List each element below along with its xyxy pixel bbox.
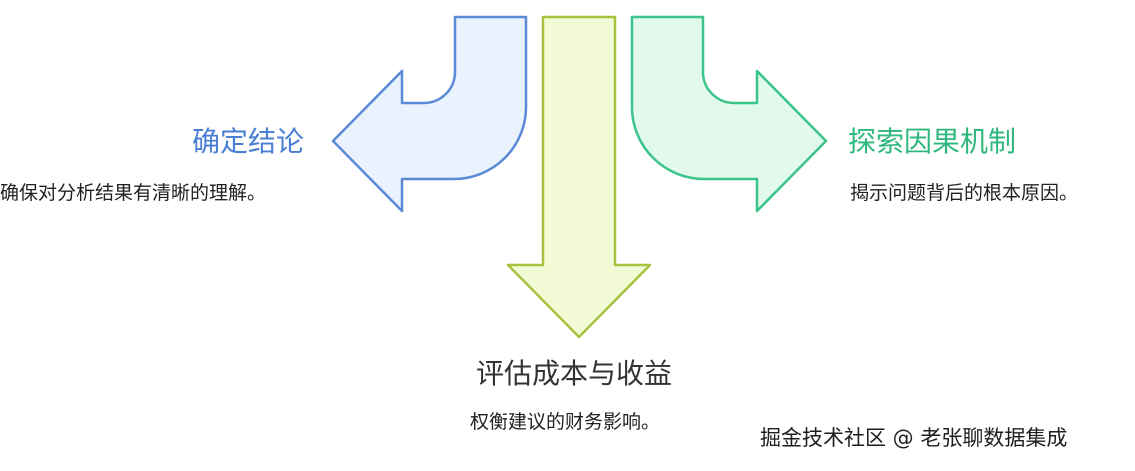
left-title: 确定结论: [192, 125, 305, 158]
left-curved-arrow: [331, 15, 528, 213]
left-description: 确保对分析结果有清晰的理解。: [0, 182, 267, 204]
watermark-text: 掘金技术社区 @ 老张聊数据集成: [760, 426, 1068, 450]
right-description: 揭示问题背后的根本原因。: [850, 182, 1079, 204]
center-description: 权衡建议的财务影响。: [470, 411, 661, 433]
center-title: 评估成本与收益: [476, 357, 673, 390]
center-down-arrow: [506, 15, 652, 339]
right-title: 探索因果机制: [848, 125, 1017, 158]
right-curved-arrow: [630, 15, 828, 213]
